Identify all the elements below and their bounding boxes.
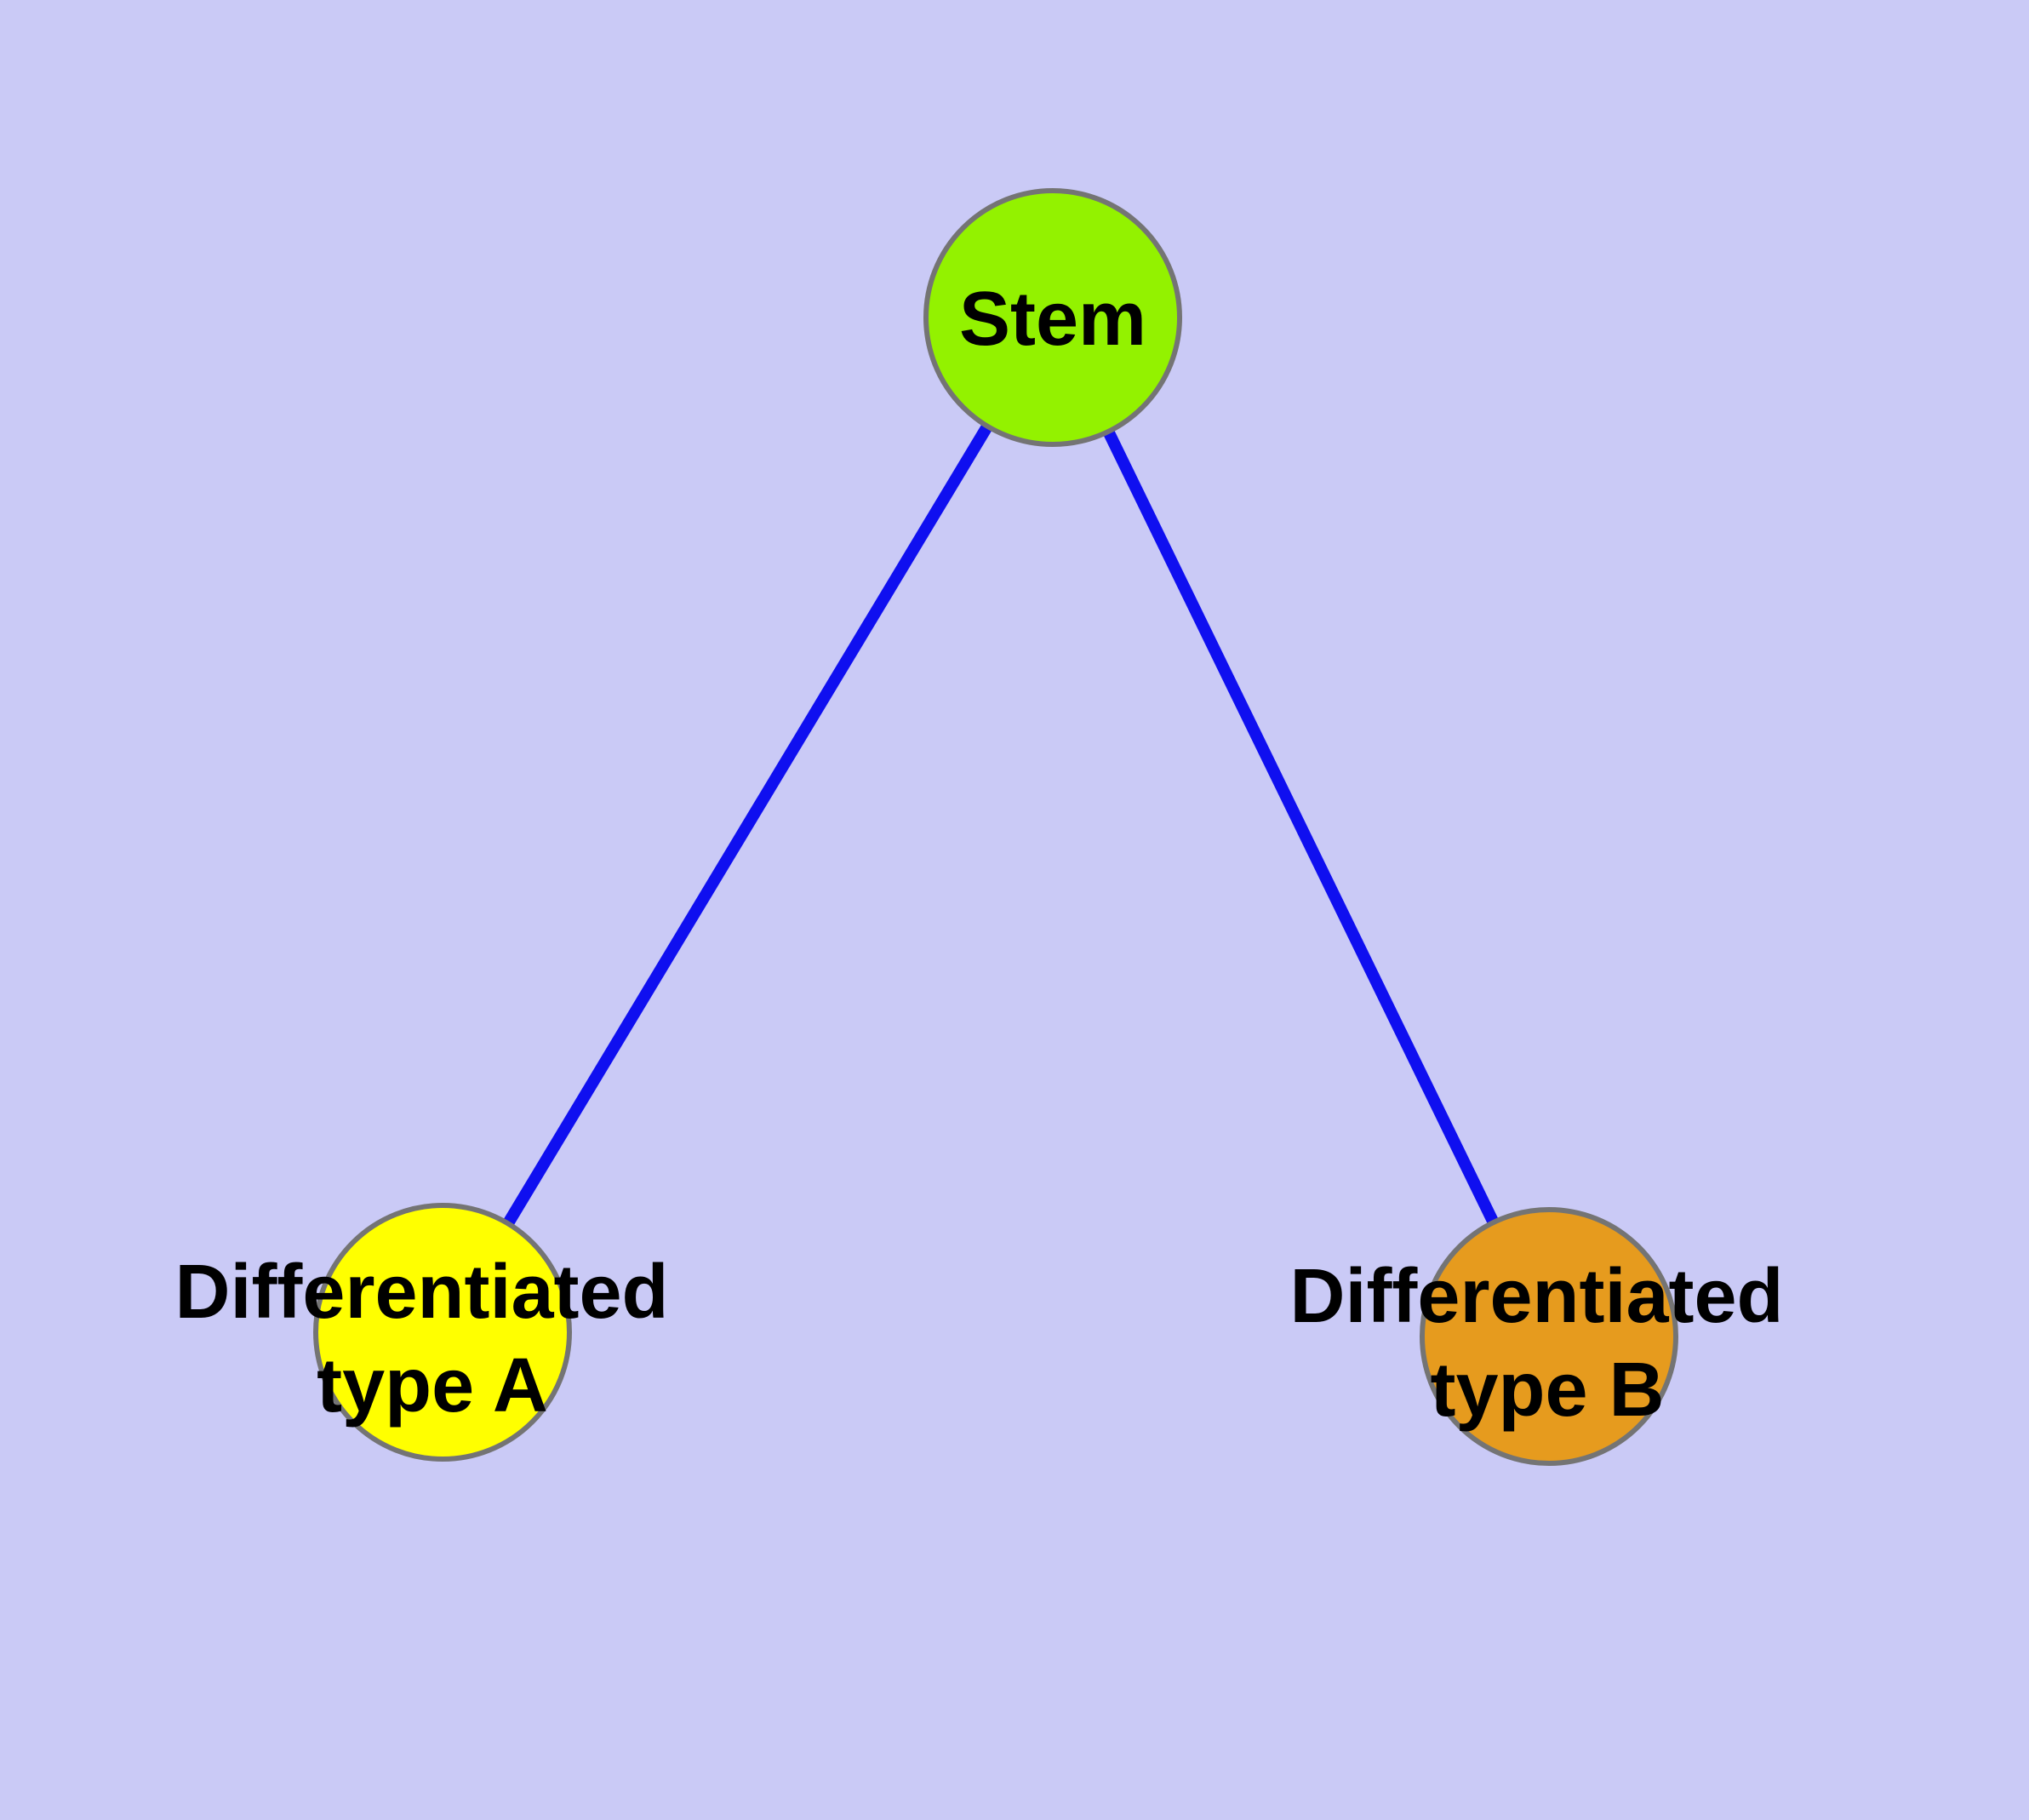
node-differentiated-type-a: [313, 1203, 572, 1462]
node-differentiated-type-a-label-line2: type A: [317, 1343, 548, 1428]
edge-stem-to-type-a: [437, 314, 1058, 1336]
node-differentiated-type-b: [1420, 1207, 1678, 1466]
node-differentiated-type-a-label-line1: Differentiated: [174, 1250, 668, 1335]
edge-stem-to-type-b: [1047, 314, 1555, 1340]
node-differentiated-type-a-label: Differentiated type A: [174, 1250, 689, 1428]
node-differentiated-type-b-label: Differentiated type B: [1289, 1254, 1804, 1433]
node-stem-label: Stem: [959, 277, 1146, 362]
node-differentiated-type-b-label-line1: Differentiated: [1289, 1254, 1783, 1339]
node-stem: [923, 188, 1182, 447]
node-differentiated-type-b-label-line2: type B: [1430, 1348, 1664, 1433]
